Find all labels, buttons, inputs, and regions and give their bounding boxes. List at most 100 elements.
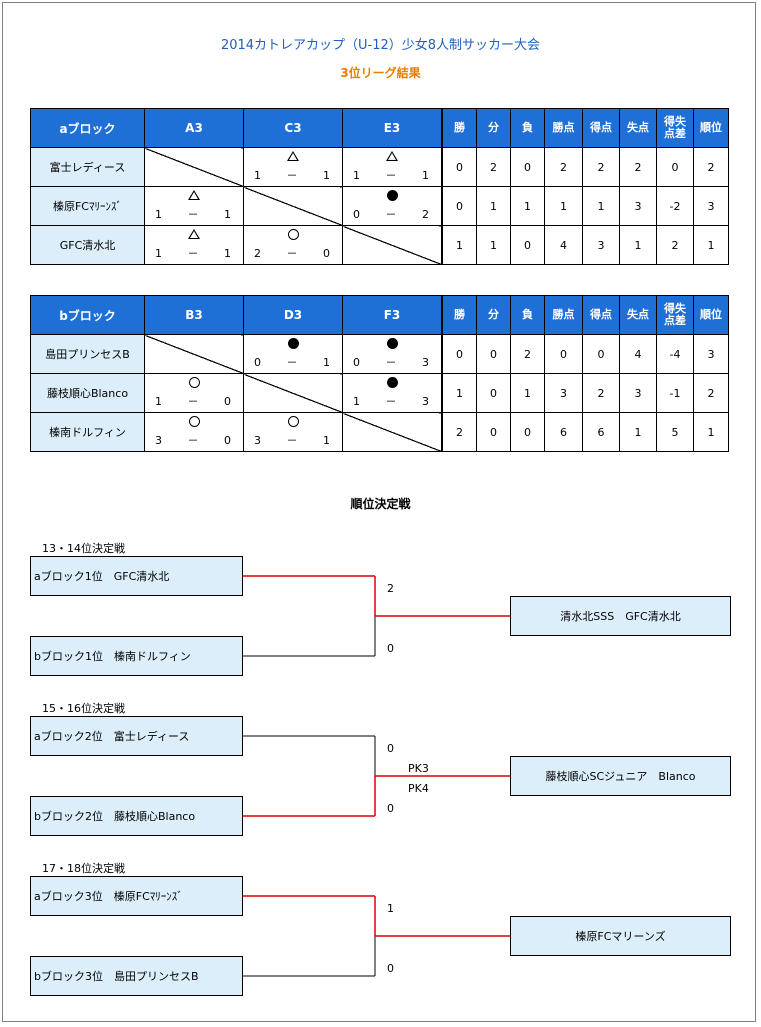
block-b-label: bブロック bbox=[30, 295, 145, 335]
match-score: 1 － 3 bbox=[353, 396, 429, 408]
team-name: 榛南ドルフィン bbox=[30, 412, 145, 452]
match-result-cell: 0－3 bbox=[342, 334, 442, 374]
score-value: 1 bbox=[353, 395, 360, 408]
stat-value: 1 bbox=[442, 373, 477, 413]
win-mark-icon bbox=[145, 377, 243, 392]
score-dash: － bbox=[187, 247, 199, 260]
win-mark-icon bbox=[244, 416, 342, 431]
match-score: 3 － 0 bbox=[155, 435, 231, 447]
score-value: 1 bbox=[323, 356, 330, 369]
stat-header-rank: 順位 bbox=[693, 108, 729, 148]
stat-value: 3 bbox=[619, 186, 657, 226]
stat-value: 6 bbox=[544, 412, 583, 452]
playoff-score-bottom: 0 bbox=[387, 642, 394, 655]
playoff-pk-bottom: PK4 bbox=[408, 782, 429, 795]
score-dash: － bbox=[187, 208, 199, 221]
stat-header-points: 勝点 bbox=[544, 108, 583, 148]
page-title: 2014カトレアカップ（U-12）少女8人制サッカー大会 bbox=[220, 38, 541, 53]
score-value: 0 bbox=[323, 247, 330, 260]
score-value: 0 bbox=[254, 356, 261, 369]
playoff-score-bottom: 0 bbox=[387, 962, 394, 975]
stat-header-goals-for: 得点 bbox=[582, 295, 620, 335]
score-dash: － bbox=[187, 434, 199, 447]
score-value: 1 bbox=[323, 169, 330, 182]
playoff-title: 順位決定戦 bbox=[350, 497, 411, 511]
stat-value: 3 bbox=[582, 225, 620, 265]
playoff-winner: 藤枝順心SCジュニア Blanco bbox=[510, 756, 731, 796]
match-result-cell: 1－1 bbox=[144, 225, 244, 265]
score-value: 2 bbox=[254, 247, 261, 260]
stat-value: 2 bbox=[442, 412, 477, 452]
stat-value: 1 bbox=[693, 225, 729, 265]
playoff-label: 13・14位決定戦 bbox=[42, 542, 125, 555]
match-score: 1 － 0 bbox=[155, 396, 231, 408]
match-score: 1－1 bbox=[254, 170, 330, 182]
match-score: 0－3 bbox=[353, 357, 429, 369]
block-b-col-1: B3 bbox=[144, 295, 244, 335]
playoff-score-top: 1 bbox=[387, 902, 394, 915]
block-a-table: aブロック A3 C3 E3 勝 分 負 勝点 得点 失点 得失点差 順位 富士… bbox=[30, 108, 729, 265]
stat-header-goal-diff-text: 得失点差 bbox=[664, 115, 686, 140]
block-b-table: bブロック B3 D3 F3 勝 分 負 勝点 得点 失点 得失点差 順位 島田… bbox=[30, 295, 729, 452]
match-score: 0－2 bbox=[353, 209, 429, 221]
loss-mark-icon bbox=[343, 338, 441, 353]
draw-mark-icon bbox=[244, 151, 342, 165]
stat-value: 1 bbox=[619, 412, 657, 452]
team-name: 藤枝順心Blanco bbox=[30, 373, 145, 413]
match-result-cell: 1 － 0 bbox=[144, 373, 244, 413]
score-value: 1 bbox=[155, 208, 162, 221]
draw-mark-icon bbox=[343, 151, 441, 165]
loss-mark-icon bbox=[343, 377, 441, 392]
block-b-col-3: F3 bbox=[342, 295, 442, 335]
match-score: 1－1 bbox=[353, 170, 429, 182]
playoff-label: 17・18位決定戦 bbox=[42, 862, 125, 875]
stat-header-goals-against: 失点 bbox=[619, 295, 657, 335]
stat-value: 4 bbox=[619, 334, 657, 374]
score-dash: － bbox=[385, 208, 397, 221]
stat-value: 0 bbox=[476, 334, 511, 374]
self-match-cell bbox=[243, 186, 343, 226]
score-value: 3 bbox=[155, 434, 162, 447]
draw-mark-icon bbox=[145, 190, 243, 204]
stat-header-draws: 分 bbox=[476, 295, 511, 335]
match-score: 0 － 1 bbox=[254, 357, 330, 369]
score-value: 0 bbox=[224, 434, 231, 447]
playoff-label: 15・16位決定戦 bbox=[42, 702, 125, 715]
stat-value: 2 bbox=[656, 225, 694, 265]
score-value: 1 bbox=[155, 395, 162, 408]
stat-value: 0 bbox=[442, 334, 477, 374]
score-dash: － bbox=[286, 356, 298, 369]
score-dash: － bbox=[385, 356, 397, 369]
score-dash: － bbox=[385, 395, 397, 408]
stat-value: 0 bbox=[476, 412, 511, 452]
score-value: 0 bbox=[224, 395, 231, 408]
stat-value: 1 bbox=[510, 373, 545, 413]
score-value: 3 bbox=[422, 395, 429, 408]
team-name: 島田プリンセスB bbox=[30, 334, 145, 374]
match-result-cell: 2－0 bbox=[243, 225, 343, 265]
match-score: 1－1 bbox=[155, 209, 231, 221]
stat-value: 2 bbox=[582, 373, 620, 413]
match-score: 1－1 bbox=[155, 248, 231, 260]
playoff-team-top: aブロック1位 GFC清水北 bbox=[30, 556, 243, 596]
score-dash: － bbox=[187, 395, 199, 408]
match-score: 3－1 bbox=[254, 435, 330, 447]
self-match-cell bbox=[144, 334, 244, 374]
stat-value: 2 bbox=[693, 373, 729, 413]
stat-value: 1 bbox=[476, 186, 511, 226]
self-match-cell bbox=[342, 225, 442, 265]
score-value: 1 bbox=[224, 247, 231, 260]
block-a-col-3: E3 bbox=[342, 108, 442, 148]
stat-header-goals-against: 失点 bbox=[619, 108, 657, 148]
stat-value: 0 bbox=[442, 147, 477, 187]
draw-mark-icon bbox=[145, 229, 243, 243]
loss-mark-icon bbox=[343, 190, 441, 205]
playoff-team-bottom: bブロック2位 藤枝順心Blanco bbox=[30, 796, 243, 836]
win-mark-icon bbox=[145, 416, 243, 431]
stat-header-goal-diff-text: 得失点差 bbox=[664, 302, 686, 327]
stat-value: 6 bbox=[582, 412, 620, 452]
